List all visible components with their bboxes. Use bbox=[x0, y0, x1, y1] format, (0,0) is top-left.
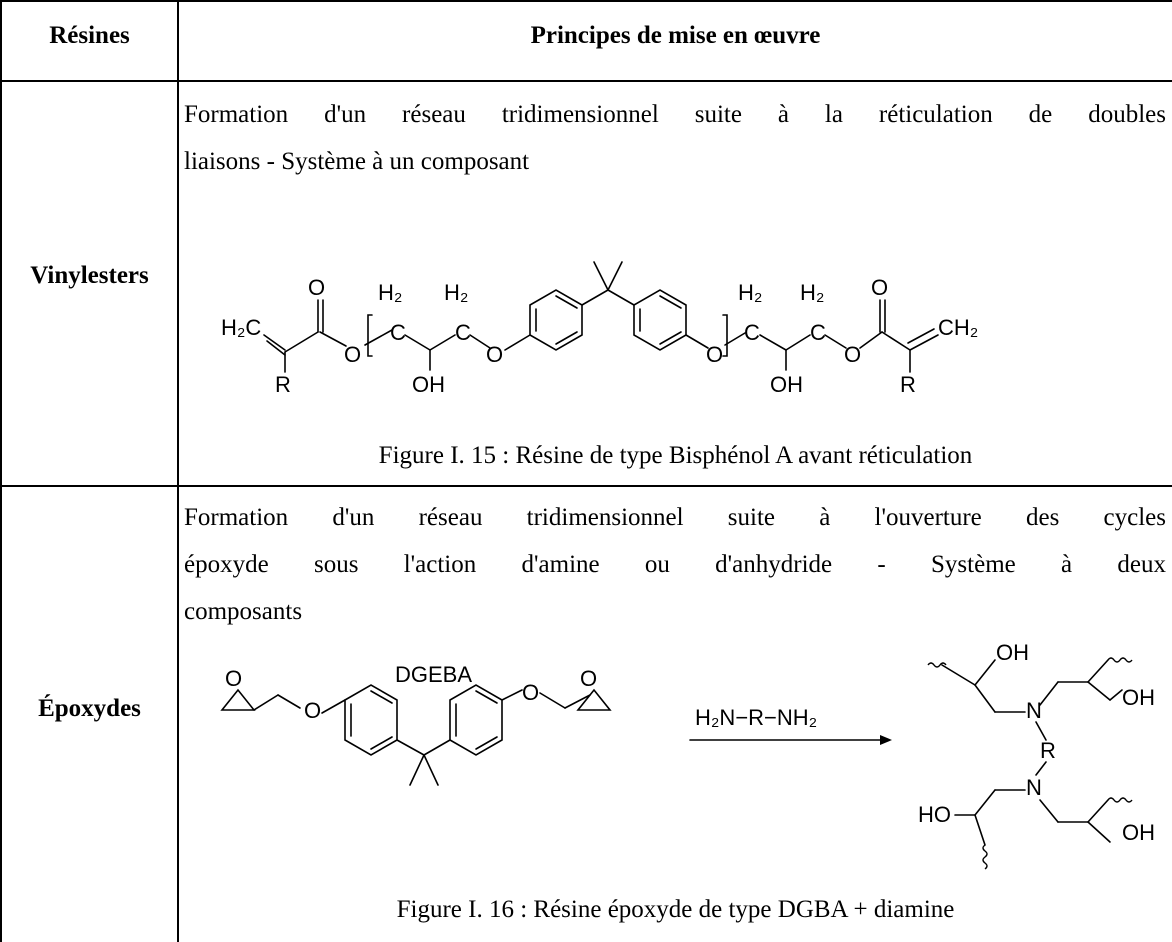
label-o-ether-right: O bbox=[706, 342, 723, 367]
table-header-divider bbox=[0, 80, 1172, 82]
label-dgeba: DGEBA bbox=[395, 662, 472, 687]
label-r-left: R bbox=[275, 372, 291, 397]
figure-caption-16: Figure I. 16 : Résine époxyde de type DG… bbox=[396, 896, 955, 923]
row2-text-line3: composants bbox=[184, 598, 303, 625]
row2-text-line2: époxyde sous l'action d'amine ou d'anhyd… bbox=[184, 551, 1166, 578]
table-border-left bbox=[0, 0, 2, 942]
row1-text-line1: Formation d'un réseau tridimensionnel su… bbox=[184, 101, 1166, 128]
table-row-divider bbox=[0, 485, 1172, 487]
label-c: C bbox=[390, 320, 406, 345]
label-h2: H₂ bbox=[378, 280, 402, 305]
label-h2: H₂ bbox=[800, 280, 824, 305]
row-label-vinylesters: Vinylesters bbox=[30, 262, 149, 289]
header-principes: Principes de mise en œuvre bbox=[530, 22, 821, 49]
label-o-ether-left: O bbox=[486, 342, 503, 367]
label-n-bottom: N bbox=[1026, 775, 1042, 800]
label-o-ester-right: O bbox=[844, 342, 861, 367]
label-r-right: R bbox=[900, 372, 916, 397]
label-oh: OH bbox=[996, 640, 1029, 665]
label-h2: H₂ bbox=[444, 280, 468, 305]
label-oh: OH bbox=[1122, 820, 1155, 845]
label-o-epoxide-left: O bbox=[225, 666, 242, 691]
label-n-top: N bbox=[1026, 698, 1042, 723]
label-oh: OH bbox=[770, 372, 803, 397]
table-column-divider bbox=[177, 0, 179, 942]
header-resines: Résines bbox=[49, 22, 130, 49]
row1-text-line2: liaisons - Système à un composant bbox=[184, 148, 530, 175]
label-r-bridge: R bbox=[1040, 738, 1056, 763]
label-o-ester-left: O bbox=[344, 342, 361, 367]
label-oh: OH bbox=[412, 372, 445, 397]
figure-caption-15: Figure I. 15 : Résine de type Bisphénol … bbox=[378, 442, 973, 469]
row2-text-line1: Formation d'un réseau tridimensionnel su… bbox=[184, 504, 1166, 531]
label-diamine: H₂N−R−NH₂ bbox=[695, 705, 817, 730]
label-h2c: H₂C bbox=[221, 315, 261, 340]
label-c: C bbox=[455, 320, 471, 345]
label-h2: H₂ bbox=[738, 280, 762, 305]
label-o-carbonyl-right: O bbox=[871, 275, 888, 300]
label-ch2: CH₂ bbox=[938, 315, 978, 340]
label-c: C bbox=[744, 320, 760, 345]
label-o-carbonyl-left: O bbox=[308, 275, 325, 300]
label-o-epoxide-right: O bbox=[580, 666, 597, 691]
label-c: C bbox=[810, 320, 826, 345]
label-ho: HO bbox=[918, 802, 951, 827]
label-o-ether-left: O bbox=[304, 698, 321, 723]
label-o-ether-right: O bbox=[522, 680, 539, 705]
row-label-epoxydes: Époxydes bbox=[38, 695, 141, 722]
table-border-top bbox=[0, 0, 1172, 2]
label-oh: OH bbox=[1122, 685, 1155, 710]
